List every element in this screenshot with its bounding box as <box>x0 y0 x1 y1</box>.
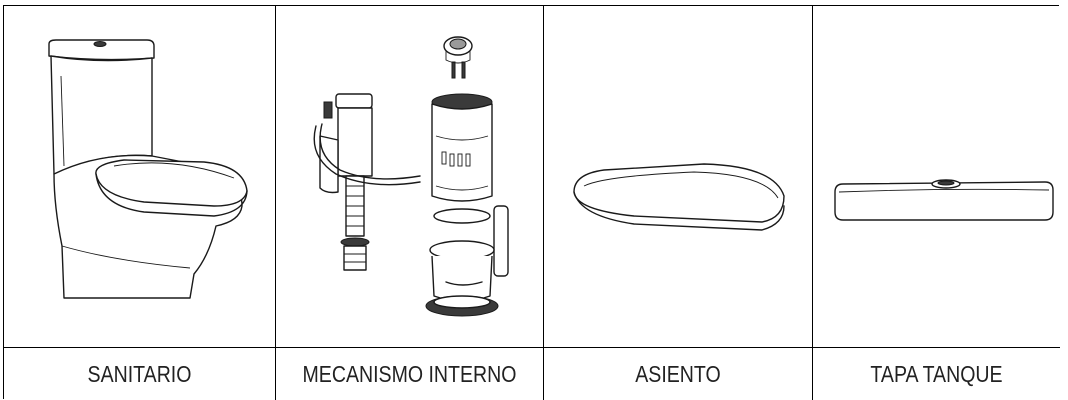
product-label-sanitario: SANITARIO <box>87 360 192 387</box>
product-image-cell-mecanismo <box>276 6 544 348</box>
label-cell: TAPA TANQUE <box>813 348 1060 400</box>
product-label-asiento: ASIENTO <box>635 360 721 387</box>
product-label-mecanismo: MECANISMO INTERNO <box>302 360 517 387</box>
label-cell: ASIENTO <box>544 348 813 400</box>
product-image-cell-asiento <box>544 6 813 348</box>
toilet-icon <box>48 39 248 299</box>
label-cell: MECANISMO INTERNO <box>276 348 544 400</box>
parts-table: SANITARIO MECANISMO INTERNO ASIENTO TAPA… <box>3 5 1060 400</box>
product-image-cell-tapa-tanque <box>813 6 1060 348</box>
product-label-tapa-tanque: TAPA TANQUE <box>870 360 1003 387</box>
tank-lid-icon <box>834 179 1054 221</box>
label-cell: SANITARIO <box>4 348 276 400</box>
flush-mechanism-icon <box>313 36 509 317</box>
toilet-seat-icon <box>573 163 785 231</box>
product-image-cell-sanitario <box>4 6 276 348</box>
